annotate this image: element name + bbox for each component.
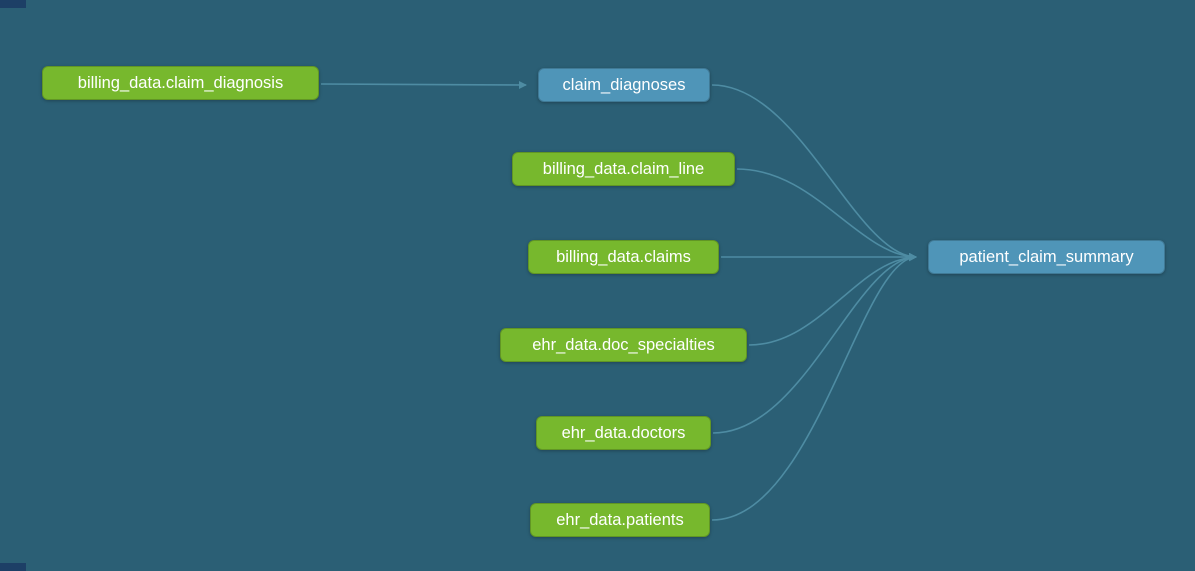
- node-ehr-data-patients[interactable]: ehr_data.patients: [530, 503, 710, 537]
- edge-claim-diagnoses-to-patient-claim-summary: [711, 84, 917, 261]
- node-ehr-data-doc-specialties[interactable]: ehr_data.doc_specialties: [500, 328, 747, 362]
- edge-patients-to-patient-claim-summary: [711, 253, 917, 521]
- node-patient-claim-summary[interactable]: patient_claim_summary: [928, 240, 1165, 274]
- node-billing-data-claims[interactable]: billing_data.claims: [528, 240, 719, 274]
- node-billing-data-claim-line[interactable]: billing_data.claim_line: [512, 152, 735, 186]
- edge-claim-diagnosis-to-claim-diagnoses: [320, 80, 527, 89]
- node-ehr-data-doctors[interactable]: ehr_data.doctors: [536, 416, 711, 450]
- node-billing-data-claim-diagnosis[interactable]: billing_data.claim_diagnosis: [42, 66, 319, 100]
- canvas-corner-accent-top: [0, 0, 26, 8]
- edge-claim-line-to-patient-claim-summary: [736, 168, 917, 261]
- canvas-corner-accent-bottom: [0, 563, 26, 571]
- node-claim-diagnoses[interactable]: claim_diagnoses: [538, 68, 710, 102]
- edge-doc-specialties-to-patient-claim-summary: [748, 253, 917, 346]
